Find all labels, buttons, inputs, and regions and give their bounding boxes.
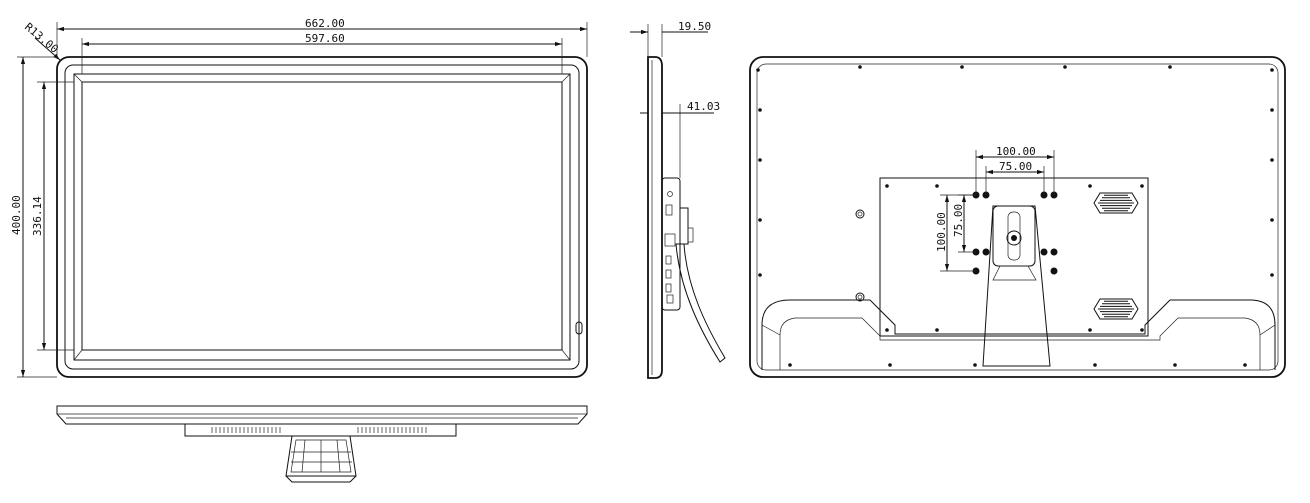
rear-hole <box>758 218 762 222</box>
corner-radius-label: R13.00 <box>22 20 61 56</box>
front-screen-outer <box>73 73 571 361</box>
speaker-grille-top <box>1093 192 1139 214</box>
vesa-holes <box>972 191 1058 275</box>
rear-screw-left-bottom <box>855 292 865 302</box>
rear-screw-left-top <box>855 209 865 219</box>
power-button-icon <box>575 321 583 335</box>
rear-hole <box>885 184 889 188</box>
rear-hole <box>935 184 939 188</box>
front-outer-frame <box>56 56 588 378</box>
rear-hole <box>1270 108 1274 112</box>
bottom-view <box>56 405 588 483</box>
rear-hole <box>1140 184 1144 188</box>
rear-hole <box>758 158 762 162</box>
rear-hole <box>1088 184 1092 188</box>
front-bezel <box>64 64 580 370</box>
vesa-inner-v-label: 75.00 <box>952 204 965 237</box>
rear-hole <box>1243 363 1247 367</box>
vesa-outer-h-label: 100.00 <box>996 145 1036 158</box>
dimension-inner-height: 336.14 <box>31 81 74 351</box>
depth-label: 19.50 <box>678 20 711 33</box>
rear-holes <box>756 65 1274 367</box>
rear-hole <box>1093 363 1097 367</box>
rear-view: 100.00 75.00 100.00 75.00 <box>749 56 1286 378</box>
dimension-vesa-outer-h: 100.00 <box>975 145 1055 195</box>
rear-outer-frame <box>749 56 1286 378</box>
rear-base-hump <box>761 299 1276 370</box>
vesa-outer-v-label: 100.00 <box>935 212 948 252</box>
rear-hole <box>1088 328 1092 332</box>
speaker-grille-bottom <box>1093 298 1139 320</box>
front-view: 662.00 597.60 R13.00 400.00 336.14 <box>10 17 588 378</box>
rear-hole <box>858 65 862 69</box>
rear-hole <box>935 328 939 332</box>
rear-hole <box>758 273 762 277</box>
rear-hole <box>1173 363 1177 367</box>
dimension-height: 400.00 <box>10 56 57 378</box>
inner-width-label: 597.60 <box>305 32 345 45</box>
rear-hole <box>1140 328 1144 332</box>
dimension-width: 662.00 <box>56 17 588 57</box>
rear-hole <box>1270 218 1274 222</box>
vesa-inner-h-label: 75.00 <box>999 160 1032 173</box>
front-screen <box>81 81 563 351</box>
side-view: 19.50 41.03 <box>630 20 726 379</box>
rear-hole <box>1270 158 1274 162</box>
dimension-total-depth: 41.03 <box>640 100 720 178</box>
height-label: 400.00 <box>10 195 23 235</box>
rear-hole <box>973 363 977 367</box>
rear-hole <box>888 363 892 367</box>
bottom-vent-right <box>357 427 427 433</box>
rear-hole <box>788 363 792 367</box>
rear-hole <box>885 328 889 332</box>
bottom-vent-left <box>211 427 281 433</box>
dimension-corner-radius: R13.00 <box>22 20 61 61</box>
rear-hole <box>1270 68 1274 72</box>
rear-hole <box>756 68 760 72</box>
dimension-vesa-inner-v: 75.00 <box>952 194 976 253</box>
rear-hole <box>960 65 964 69</box>
rear-hole <box>1063 65 1067 69</box>
total-depth-label: 41.03 <box>687 100 720 113</box>
rear-hole <box>1270 273 1274 277</box>
inner-height-label: 336.14 <box>31 196 44 236</box>
vesa-plate <box>879 177 1149 337</box>
rear-hole <box>758 108 762 112</box>
width-label: 662.00 <box>305 17 345 30</box>
side-stand <box>675 243 726 363</box>
dimension-vesa-inner-h: 75.00 <box>985 160 1045 195</box>
dimension-depth: 19.50 <box>630 20 711 57</box>
dimension-inner-width: 597.60 <box>81 32 563 74</box>
rear-hole <box>1168 65 1172 69</box>
